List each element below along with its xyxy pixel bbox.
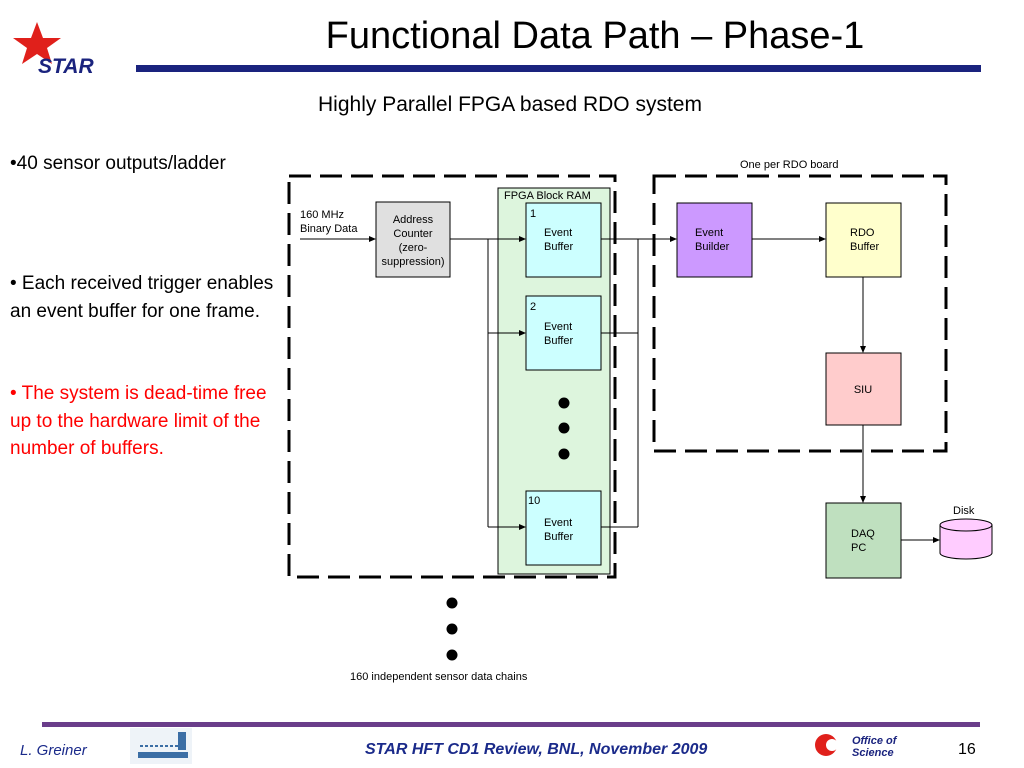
disk-label: Disk	[953, 505, 975, 517]
star-logo-text: STAR	[38, 55, 94, 78]
bullet-sensor-outputs: •40 sensor outputs/ladder	[10, 153, 226, 174]
rdo-buffer: RDO Buffer	[825, 202, 902, 278]
footer-event: STAR HFT CD1 Review, BNL, November 2009	[365, 741, 708, 758]
event-buffer-10-line2: Buffer	[544, 531, 573, 543]
address-counter-line1: Address	[393, 214, 434, 226]
address-counter-line3: (zero-	[399, 242, 428, 254]
rdo-buffer-line1: RDO	[850, 227, 875, 239]
footer-line	[42, 722, 980, 727]
ellipsis-dot	[558, 448, 570, 460]
event-buffer-1: 1 Event Buffer	[525, 202, 602, 278]
header-bar	[136, 65, 981, 72]
address-counter-line2: Counter	[393, 228, 432, 240]
event-builder: Event Builder	[676, 202, 753, 278]
rdo-buffer-line2: Buffer	[850, 241, 879, 253]
red-star-icon	[13, 22, 61, 64]
office-of-science-logo: Office of Science	[815, 734, 898, 759]
footer-author: L. Greiner	[20, 742, 87, 759]
event-builder-line2: Builder	[695, 241, 730, 253]
event-buffer-1-line2: Buffer	[544, 241, 573, 253]
chain-dot	[446, 649, 458, 661]
bullet-trigger: • Each received trigger enables an event…	[10, 273, 274, 322]
event-buffer-10-line1: Event	[544, 517, 572, 529]
chain-dot	[446, 623, 458, 635]
address-counter-box	[375, 201, 451, 278]
event-buffer-2-line1: Event	[544, 321, 572, 333]
fpga-board-dashed-box	[287, 174, 617, 579]
office-logo-line2: Science	[852, 747, 894, 759]
bullet-dead-time: • The system is dead-time free up to the…	[10, 383, 267, 459]
rdo-board-dashed-box	[652, 174, 948, 453]
disk-icon	[939, 518, 993, 560]
fpga-block-ram-label: FPGA Block RAM	[504, 190, 591, 202]
rdo-board-label: One per RDO board	[740, 159, 838, 171]
input-label-binary: Binary Data	[300, 223, 358, 235]
page-number: 16	[958, 741, 976, 758]
ellipsis-dot	[558, 397, 570, 409]
star-logo: STAR	[13, 22, 94, 78]
input-label-freq: 160 MHz	[300, 209, 344, 221]
event-buffer-2-line2: Buffer	[544, 335, 573, 347]
event-buffer-10-index: 10	[528, 495, 540, 507]
office-logo-line1: Office of	[852, 735, 898, 747]
daq-pc-line2: PC	[851, 542, 866, 554]
chains-label: 160 independent sensor data chains	[350, 671, 528, 683]
address-counter-line4: suppression)	[382, 256, 445, 268]
chain-dot	[446, 597, 458, 609]
slide-title: Functional Data Path – Phase-1	[325, 15, 865, 57]
siu-box: SIU	[825, 352, 902, 426]
siu-label: SIU	[854, 384, 872, 396]
event-buffer-1-line1: Event	[544, 227, 572, 239]
event-builder-line1: Event	[695, 227, 723, 239]
bnl-logo	[130, 728, 192, 764]
slide-subtitle: Highly Parallel FPGA based RDO system	[318, 93, 702, 116]
daq-pc-line1: DAQ	[851, 528, 875, 540]
daq-pc-box: DAQ PC	[825, 502, 902, 579]
event-buffer-2-index: 2	[530, 301, 536, 313]
event-buffer-1-index: 1	[530, 208, 536, 220]
ellipsis-dot	[558, 422, 570, 434]
event-buffer-10: 10 Event Buffer	[525, 490, 602, 566]
event-buffer-2: 2 Event Buffer	[525, 295, 602, 371]
